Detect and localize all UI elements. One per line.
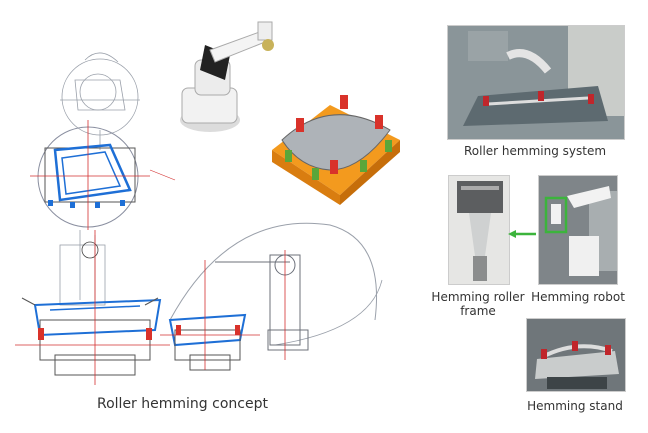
roller-frame-caption-line1: Hemming roller	[431, 290, 525, 304]
concept-caption: Roller hemming concept	[97, 396, 268, 412]
side-elevation-drawing	[15, 230, 170, 385]
transfer-arrow	[508, 224, 538, 243]
hemming-robot-photo	[538, 175, 618, 285]
robot-caption: Hemming robot	[531, 290, 625, 304]
robot-reach-drawing	[160, 222, 383, 371]
roller-hemming-system-photo	[447, 25, 625, 140]
fixture-render	[272, 95, 400, 205]
hemming-stand-photo	[526, 318, 626, 392]
roller-frame-caption: Hemming roller frame	[428, 290, 528, 318]
top-view-robot-drawing	[60, 52, 140, 150]
robot-render	[180, 21, 274, 132]
stand-caption: Hemming stand	[527, 399, 623, 413]
hemming-roller-frame-photo	[448, 175, 510, 285]
fixture-plan-drawing	[30, 120, 176, 230]
system-caption: Roller hemming system	[463, 144, 607, 158]
concept-drawings	[15, 21, 400, 385]
roller-frame-caption-line2: frame	[460, 304, 496, 318]
